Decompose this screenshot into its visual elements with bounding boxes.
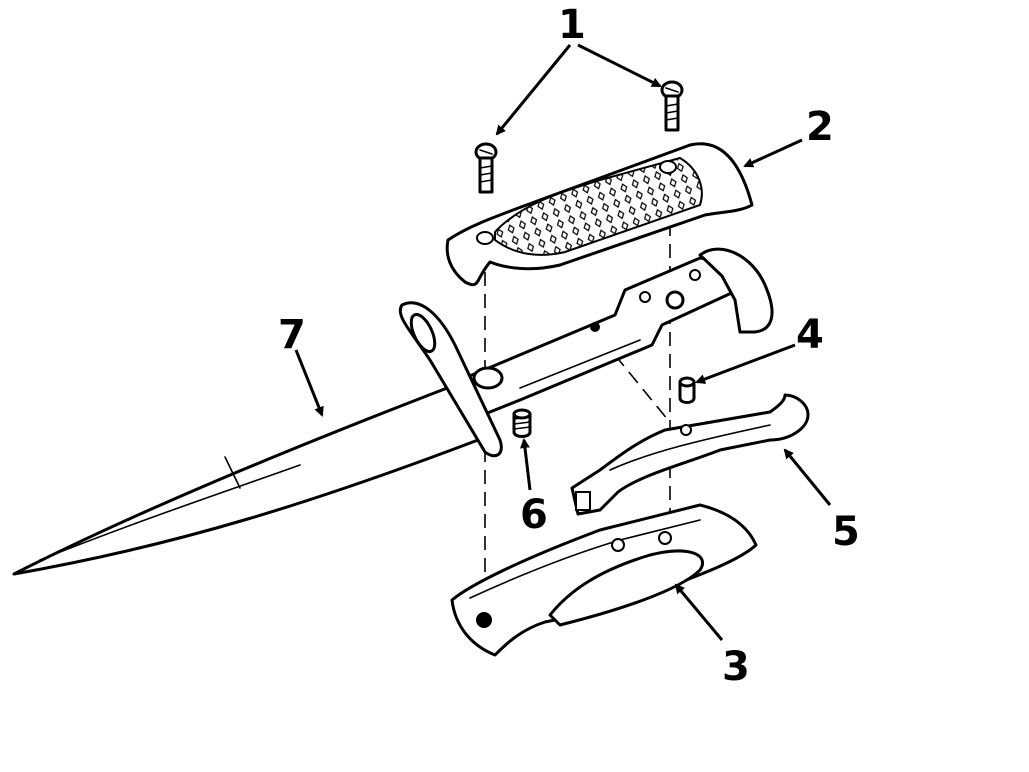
callout-2: 2	[806, 104, 834, 150]
callout-labels: 1 2 3 4 5 6 7	[278, 2, 860, 690]
callout-4: 4	[796, 312, 824, 358]
pin-icon	[678, 380, 696, 404]
pommel-hook	[698, 247, 774, 334]
tang-frame	[458, 256, 740, 422]
spring-icon	[512, 408, 532, 438]
callout-3: 3	[722, 644, 750, 690]
callout-6: 6	[520, 492, 548, 538]
callout-5: 5	[832, 509, 860, 555]
latch-icon	[570, 393, 810, 516]
spring-part	[512, 408, 532, 438]
latch-part	[570, 393, 810, 516]
callout-1: 1	[558, 2, 586, 48]
screws-part	[474, 80, 684, 194]
lower-grip-part	[450, 503, 758, 657]
callout-leaders	[294, 43, 832, 641]
blade-icon	[12, 383, 480, 576]
pin-part	[678, 376, 696, 404]
screw-icon	[660, 80, 684, 132]
blade-part	[12, 247, 774, 576]
callout-7: 7	[278, 312, 306, 358]
screw-icon	[474, 142, 498, 194]
upper-grip-part	[445, 142, 754, 287]
